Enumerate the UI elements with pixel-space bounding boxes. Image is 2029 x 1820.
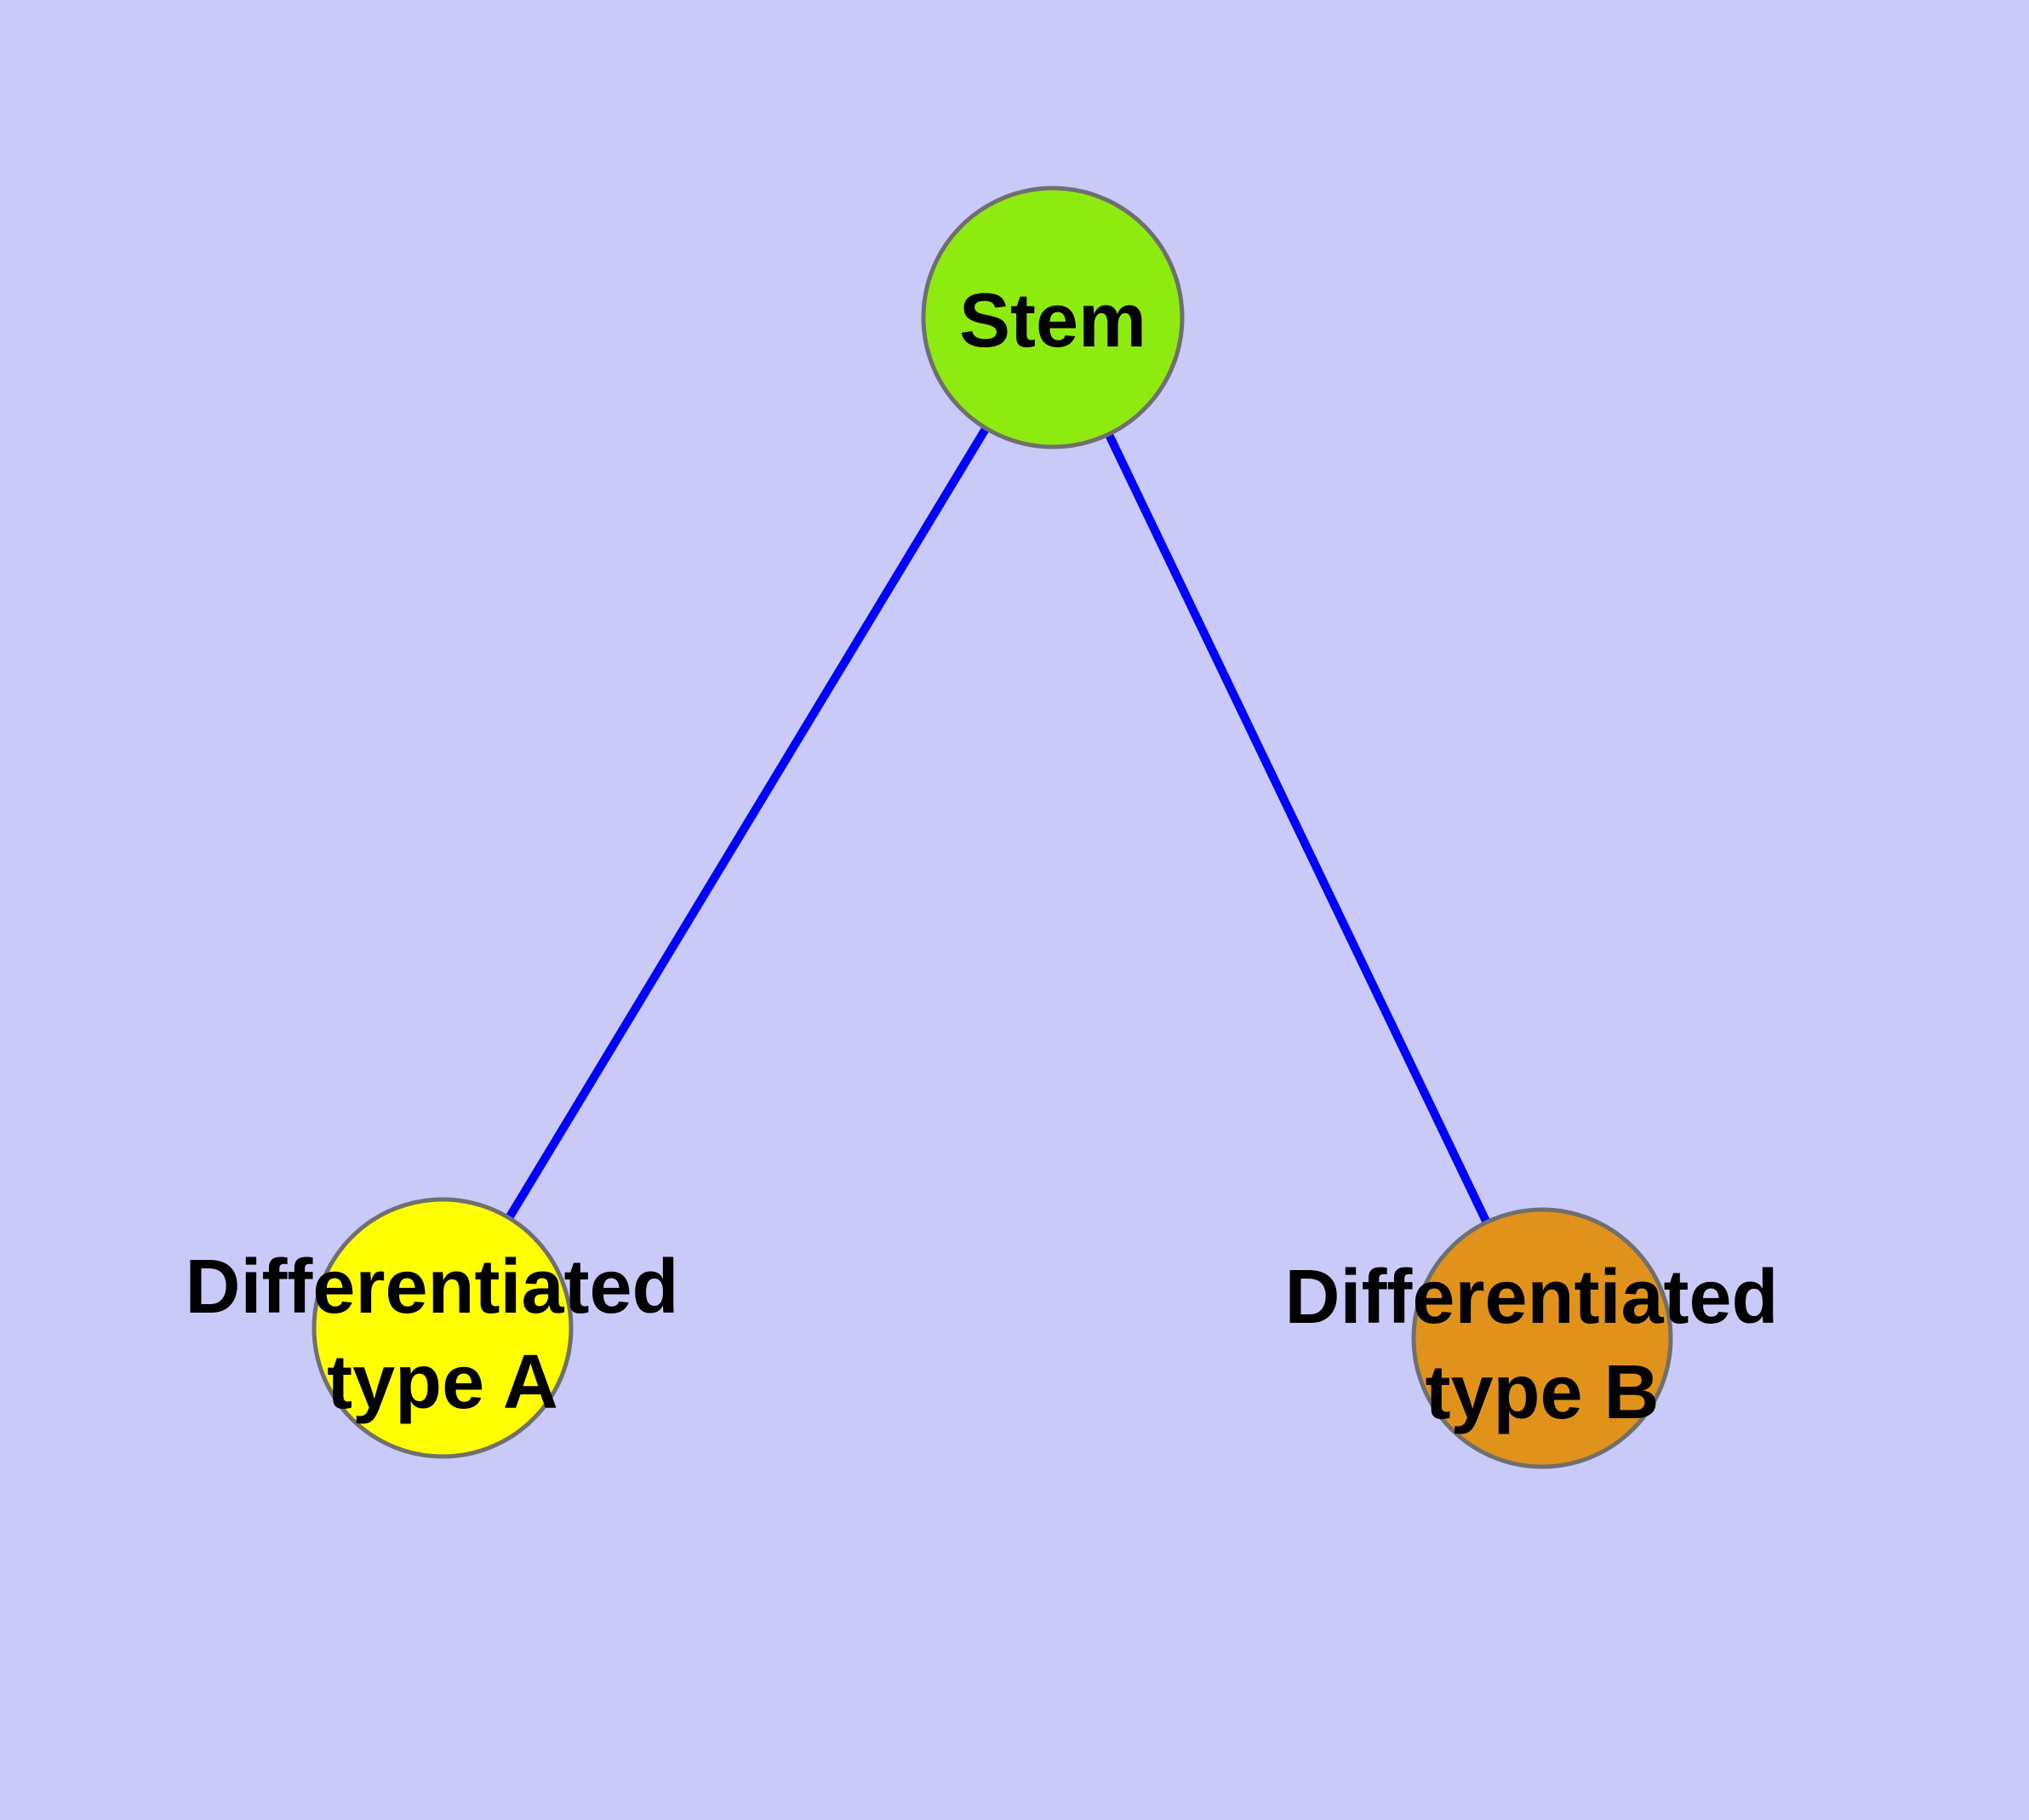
node-differentiated-type-b-label-line2: type B <box>1425 1350 1659 1435</box>
node-stem-label-line: Stem <box>959 278 1146 363</box>
edge-stem-to-type-b <box>1049 315 1546 1341</box>
node-stem-circle <box>921 186 1185 449</box>
node-differentiated-type-a-label-line1: Differentiated <box>185 1245 678 1330</box>
node-stem: Stem <box>921 186 1185 449</box>
node-differentiated-type-b-circle <box>1411 1207 1673 1469</box>
node-differentiated-type-a: Differentiated type A <box>185 1197 700 1459</box>
node-differentiated-type-a-circle <box>311 1197 574 1459</box>
edge-stem-to-type-a <box>438 315 1057 1331</box>
node-stem-label: Stem <box>959 278 1146 363</box>
node-differentiated-type-a-label: Differentiated type A <box>185 1245 700 1425</box>
node-differentiated-type-a-label-line2: type A <box>327 1340 558 1425</box>
node-differentiated-type-b-label: Differentiated type B <box>1284 1255 1799 1435</box>
node-differentiated-type-b-label-line1: Differentiated <box>1284 1255 1778 1340</box>
node-differentiated-type-b: Differentiated type B <box>1284 1207 1799 1469</box>
